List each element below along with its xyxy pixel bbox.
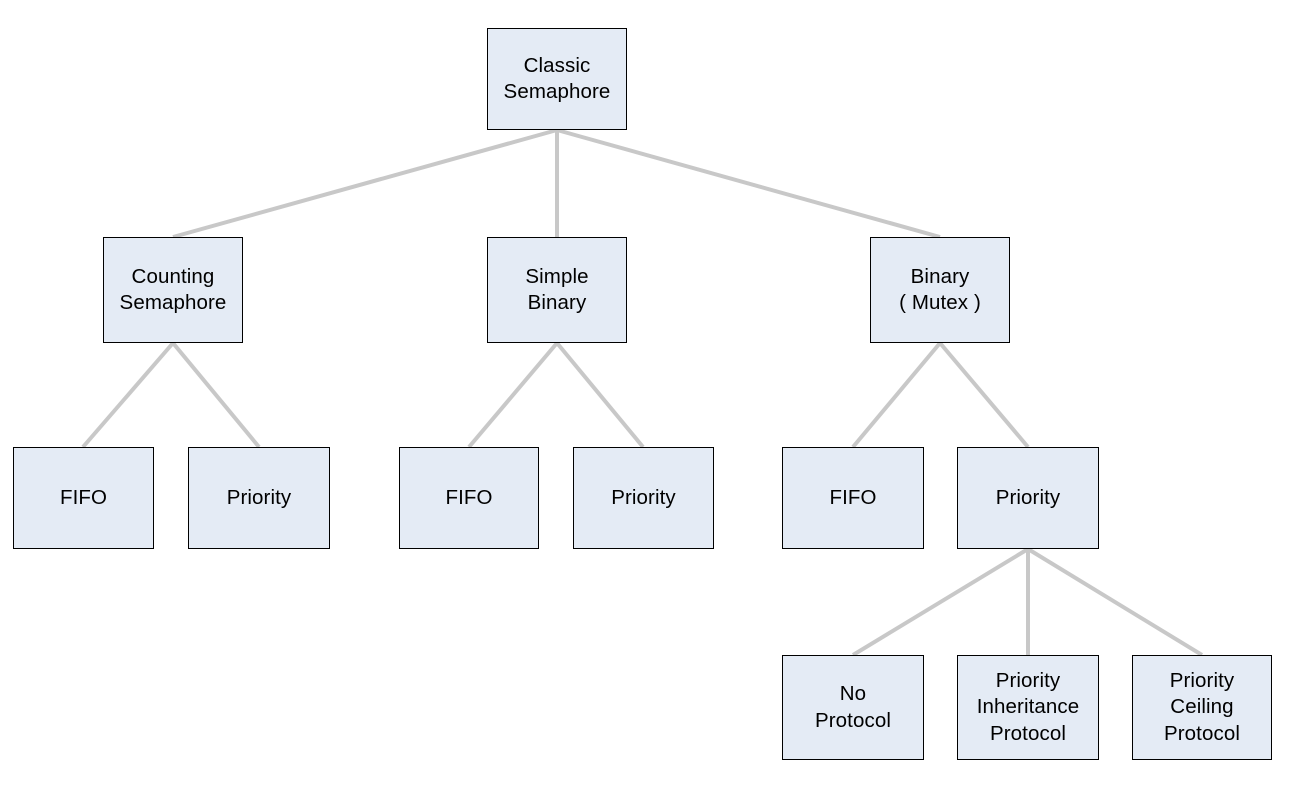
edge-binary-mutex-to-mutex-priority xyxy=(938,341,1030,449)
edge-binary-mutex-to-mutex-fifo xyxy=(851,341,942,449)
node-label-simple-priority: Priority xyxy=(611,485,676,509)
edge-simple-binary-to-simple-fifo xyxy=(467,341,559,449)
node-no-protocol[interactable]: No Protocol xyxy=(782,655,924,760)
node-label-counting-priority: Priority xyxy=(226,485,292,509)
edge-mutex-priority-to-no-protocol xyxy=(851,547,1030,657)
node-label-mutex-priority: Priority xyxy=(995,485,1061,509)
node-label-counting-fifo: FIFO xyxy=(59,485,108,509)
edge-classic-semaphore-to-counting-semaphore xyxy=(172,128,558,239)
node-label-no-protocol: No Protocol xyxy=(814,682,891,732)
node-label-classic-semaphore: Classic Semaphore xyxy=(503,53,611,103)
node-classic-semaphore[interactable]: Classic Semaphore xyxy=(487,28,627,130)
node-label-priority-ceiling-protocol: Priority Ceiling Protocol xyxy=(1163,669,1240,745)
edge-counting-semaphore-to-counting-fifo xyxy=(81,341,175,449)
node-label-mutex-fifo: FIFO xyxy=(829,485,877,509)
node-simple-fifo[interactable]: FIFO xyxy=(399,447,539,549)
node-label-simple-binary: Simple Binary xyxy=(525,264,589,314)
edge-simple-binary-to-simple-priority xyxy=(555,341,645,449)
node-mutex-priority[interactable]: Priority xyxy=(957,447,1099,549)
node-label-counting-semaphore: Counting Semaphore xyxy=(119,264,227,314)
node-priority-ceiling-protocol[interactable]: Priority Ceiling Protocol xyxy=(1132,655,1272,760)
node-priority-inheritance-protocol[interactable]: Priority Inheritance Protocol xyxy=(957,655,1099,760)
node-binary-mutex[interactable]: Binary ( Mutex ) xyxy=(870,237,1010,343)
node-label-binary-mutex: Binary ( Mutex ) xyxy=(899,264,981,314)
node-counting-semaphore[interactable]: Counting Semaphore xyxy=(103,237,243,343)
edge-counting-semaphore-to-counting-priority xyxy=(171,341,261,449)
node-label-simple-fifo: FIFO xyxy=(445,485,493,509)
node-mutex-fifo[interactable]: FIFO xyxy=(782,447,924,549)
edge-classic-semaphore-to-binary-mutex xyxy=(556,128,941,239)
node-counting-fifo[interactable]: FIFO xyxy=(13,447,154,549)
node-counting-priority[interactable]: Priority xyxy=(188,447,330,549)
node-label-priority-inheritance-protocol: Priority Inheritance Protocol xyxy=(976,669,1080,745)
edge-mutex-priority-to-priority-ceiling-protocol xyxy=(1026,547,1204,657)
node-simple-priority[interactable]: Priority xyxy=(573,447,714,549)
node-simple-binary[interactable]: Simple Binary xyxy=(487,237,627,343)
